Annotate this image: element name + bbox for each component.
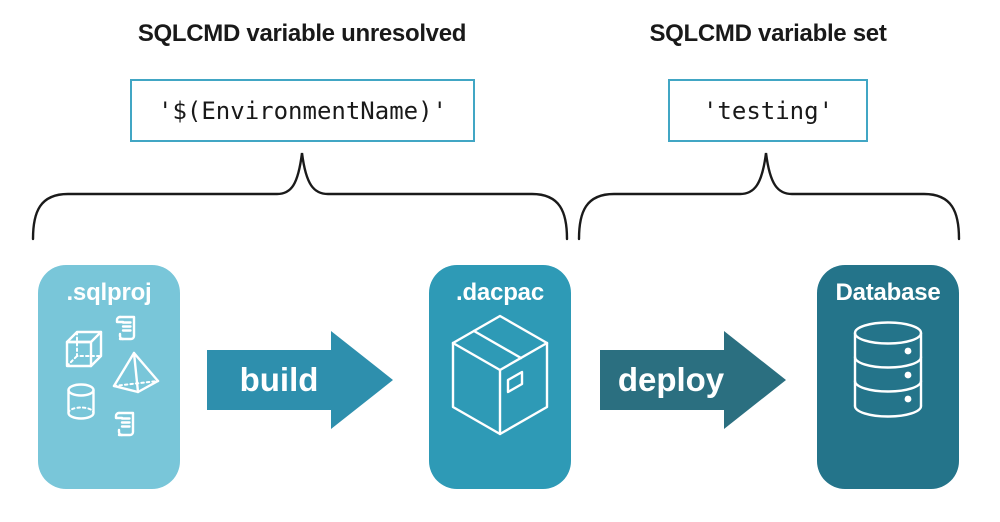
deploy-arrow-label: deploy: [617, 361, 725, 398]
stage-title-sqlproj: .sqlproj: [66, 279, 152, 306]
database-cylinder-icon: [853, 321, 923, 418]
package-box-icon: [451, 314, 549, 436]
code-box-environment-variable: '$(EnvironmentName)': [130, 79, 475, 142]
stage-card-database: Database: [817, 265, 959, 489]
code-text-testing-value: 'testing': [702, 96, 834, 125]
sql-objects-icon: [65, 315, 160, 437]
cylinder-icon: [67, 383, 95, 420]
deploy-arrow: [600, 331, 786, 429]
heading-sqlcmd-unresolved: SQLCMD variable unresolved: [137, 20, 467, 47]
scroll-icon: [115, 315, 136, 341]
stage-card-sqlproj: .sqlproj: [38, 265, 180, 489]
cube-icon: [65, 330, 103, 368]
scroll-icon: [114, 411, 135, 437]
code-text-environment-variable: '$(EnvironmentName)': [158, 96, 447, 125]
pyramid-icon: [112, 351, 160, 394]
heading-sqlcmd-set: SQLCMD variable set: [649, 20, 887, 47]
stage-title-dacpac: .dacpac: [456, 279, 544, 306]
build-arrow: [207, 331, 393, 429]
stage-card-dacpac: .dacpac: [429, 265, 571, 489]
stage-title-database: Database: [835, 279, 941, 306]
build-arrow-label: build: [239, 361, 319, 398]
brace-right: [577, 152, 961, 241]
brace-left: [31, 152, 569, 241]
code-box-testing-value: 'testing': [668, 79, 868, 142]
